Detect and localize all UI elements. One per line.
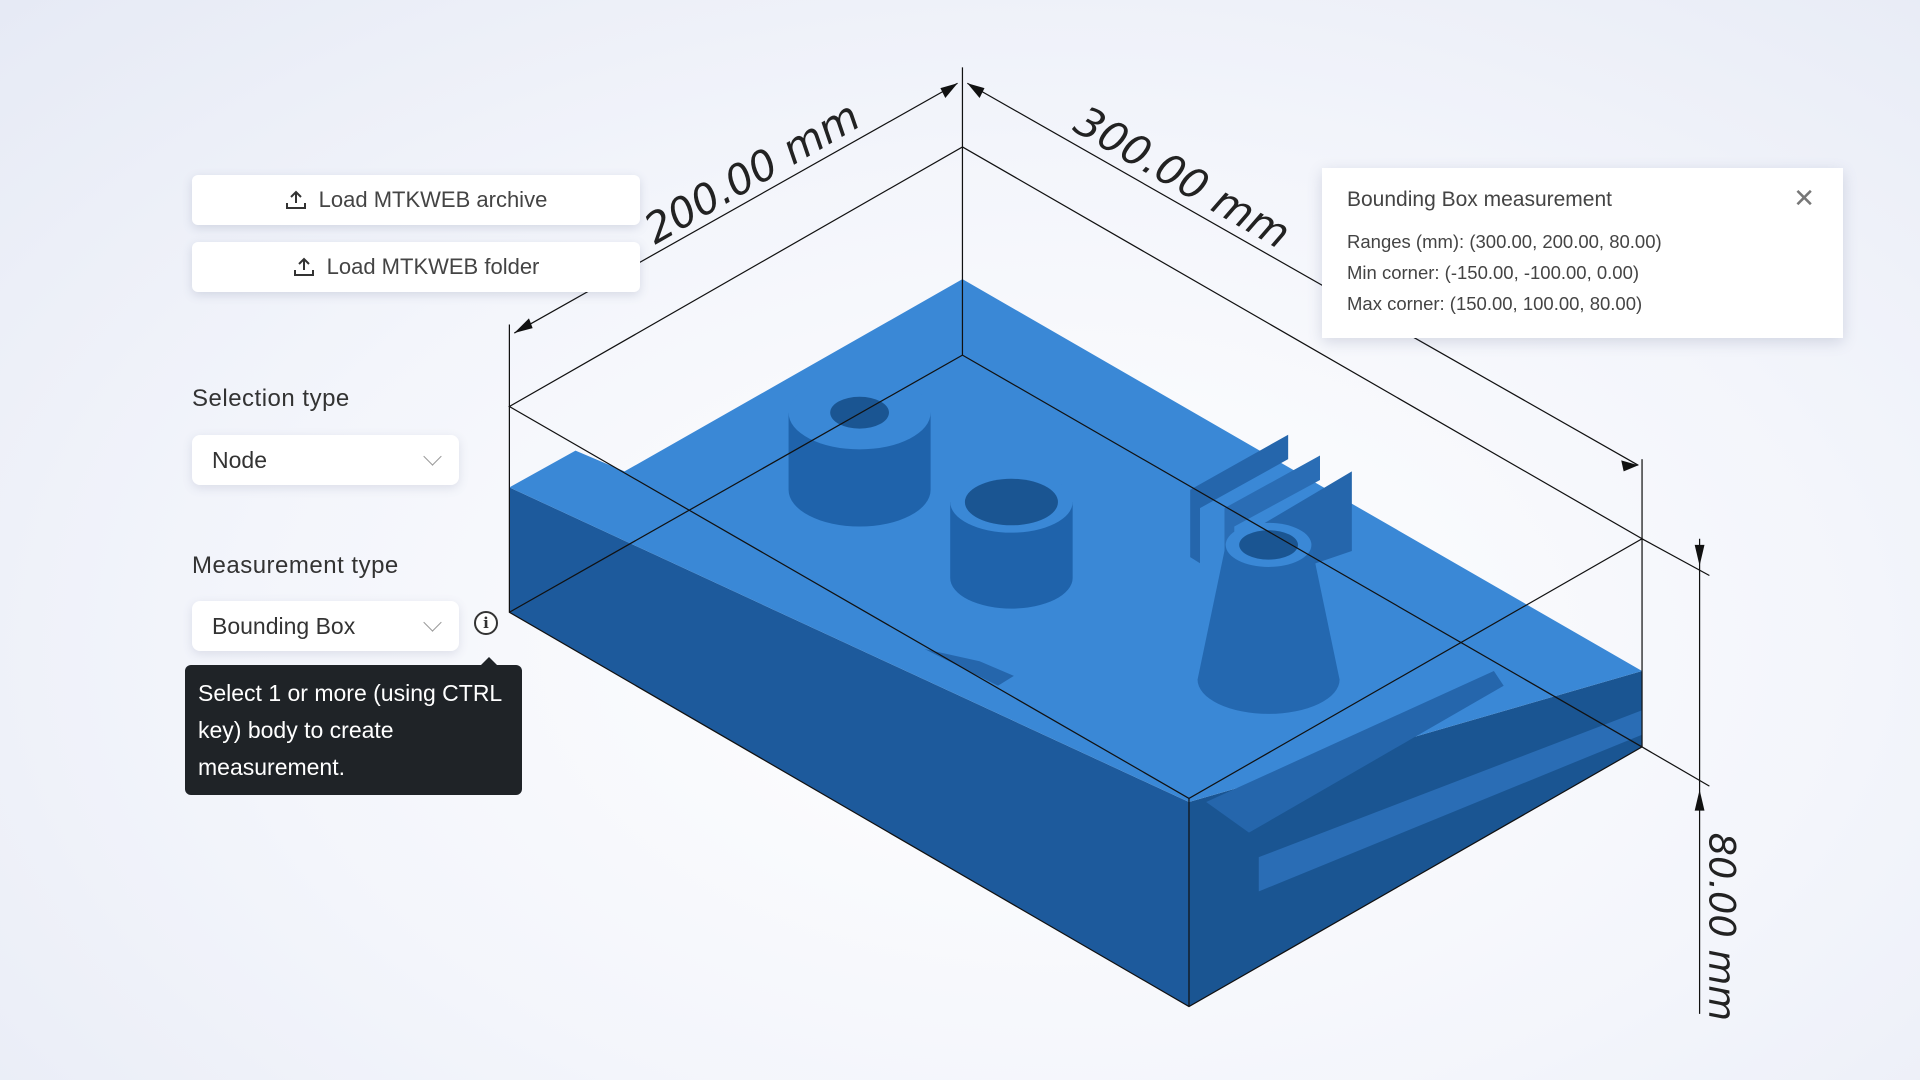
min-corner-text: Min corner: (-150.00, -100.00, 0.00) bbox=[1347, 262, 1640, 283]
measurement-type-label: Measurement type bbox=[192, 552, 399, 579]
dim-line-x bbox=[967, 82, 1639, 466]
notch bbox=[1258, 710, 1643, 892]
measurement-type-value: Bounding Box bbox=[212, 612, 356, 639]
dim-label-y: 200.00 mm bbox=[636, 91, 868, 253]
wedge bbox=[1206, 671, 1504, 833]
max-corner-text: Max corner: (150.00, 100.00, 80.00) bbox=[1347, 293, 1643, 314]
dim-label-x: 300.00 mm bbox=[1066, 96, 1298, 258]
selection-type-select[interactable]: Node bbox=[192, 435, 459, 485]
dim-label-z: 80.00 mm bbox=[1700, 833, 1743, 1021]
dimension-arrows bbox=[514, 83, 1705, 811]
selection-type-label: Selection type bbox=[192, 385, 350, 412]
load-folder-button[interactable]: Load MTKWEB folder bbox=[192, 242, 640, 292]
load-archive-button[interactable]: Load MTKWEB archive bbox=[192, 175, 640, 225]
cylinder-2 bbox=[950, 471, 1073, 609]
panel-title: Bounding Box measurement bbox=[1347, 188, 1612, 211]
info-icon[interactable]: i bbox=[474, 611, 498, 635]
cone bbox=[1197, 522, 1340, 714]
cylinder-1 bbox=[788, 375, 931, 527]
measurement-tooltip: Select 1 or more (using CTRL key) body t… bbox=[185, 657, 522, 795]
ranges-text: Ranges (mm): (300.00, 200.00, 80.00) bbox=[1347, 231, 1662, 252]
selection-type-value: Node bbox=[212, 446, 267, 473]
block-left-face bbox=[509, 487, 1189, 1007]
chevron-down-icon bbox=[423, 612, 442, 632]
measurement-type-select[interactable]: Bounding Box bbox=[192, 601, 459, 651]
chevron-down-icon bbox=[423, 446, 442, 466]
upload-icon bbox=[293, 257, 314, 276]
load-folder-label: Load MTKWEB folder bbox=[326, 254, 540, 279]
bounding-box-measurement-panel: Bounding Box measurement ✕ Ranges (mm): … bbox=[1322, 168, 1843, 338]
bounding-box-lines bbox=[508, 67, 1710, 1014]
load-archive-label: Load MTKWEB archive bbox=[318, 187, 548, 212]
close-icon[interactable]: ✕ bbox=[1793, 183, 1815, 213]
upload-icon bbox=[285, 190, 306, 209]
part-model[interactable] bbox=[509, 279, 1643, 1007]
